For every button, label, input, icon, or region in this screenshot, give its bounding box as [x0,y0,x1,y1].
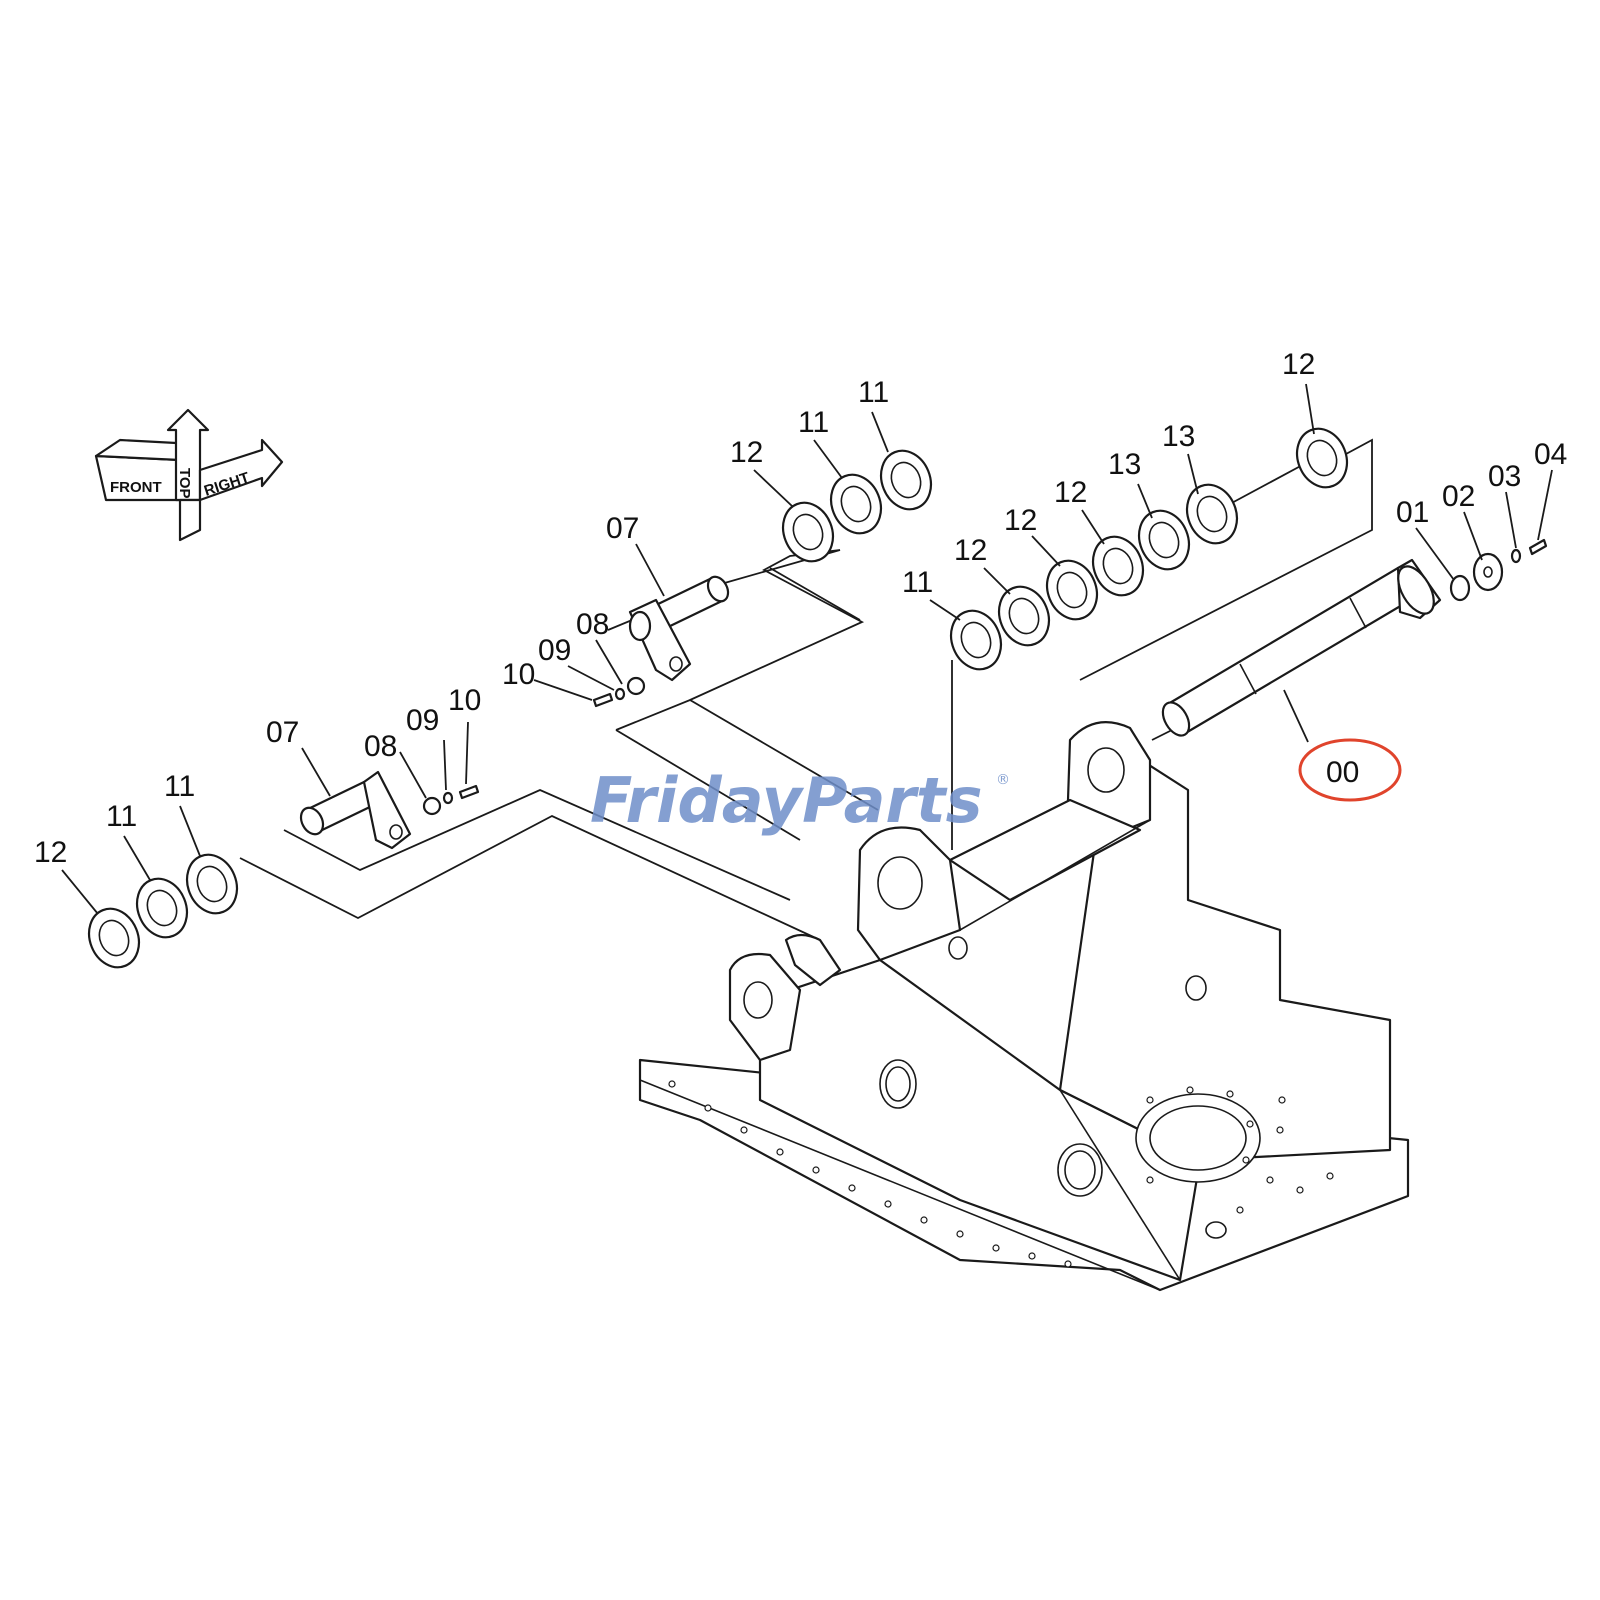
left-side-wall [758,958,1202,1282]
highlight-circle [1298,738,1402,802]
watermark-logo: FridayParts ® [590,764,1010,837]
callout-13-c: 13 [1162,420,1195,453]
callout-04: 04 [1534,438,1567,471]
registered-mark: ® [996,772,1010,788]
leader-lines [61,383,1553,915]
shims [87,427,1349,969]
pin-07-lower [299,770,480,850]
callout-labels: 00 01 02 03 04 07 07 08 08 09 09 10 10 1… [34,348,1567,869]
callout-13-b: 13 [1108,448,1141,481]
callout-12-right-row-a: 12 [954,534,987,567]
front-label: FRONT [110,479,162,496]
rear-lug-bore [1087,747,1125,793]
callout-08-upper: 08 [576,608,609,641]
pin-07-upper [592,575,730,708]
callout-11-lower-left-b: 11 [164,770,195,803]
callout-11-lower-left-a: 11 [106,800,137,833]
callout-01: 01 [1396,496,1429,529]
part-03-lockwasher [1510,548,1522,564]
callout-02: 02 [1442,480,1475,513]
callout-12-right-row-b: 12 [1004,504,1037,537]
top-label: TOP [176,468,193,499]
lockwasher-09-lower [442,791,454,805]
right-arrow [198,438,284,502]
lockwasher-09-upper [614,687,626,701]
callout-07-upper: 07 [606,512,639,545]
callout-09-upper: 09 [538,634,571,667]
watermark-text: FridayParts [590,764,983,837]
orientation-indicator: FRONT RIGHT TOP [94,408,284,542]
main-pin-00 [1161,558,1442,737]
bolt-10-lower [458,784,480,800]
bolt-10-upper [592,692,614,708]
washer-08-lower [422,796,442,816]
callout-00: 00 [1326,756,1359,789]
callout-11-top-a: 11 [798,406,829,439]
callout-09-lower: 09 [406,704,439,737]
callout-10-lower: 10 [448,684,481,717]
callout-10-upper: 10 [502,658,535,691]
washer-08-upper [626,676,646,696]
callout-07-lower: 07 [266,716,299,749]
callout-11-right-row: 11 [902,566,933,599]
callout-12-far-right: 12 [1282,348,1315,381]
part-04-bolt [1528,538,1548,556]
part-01-nut [1449,574,1471,602]
front-lug-bore [877,856,923,910]
top-arrow [166,408,210,502]
swing-bracket-frame [638,721,1410,1292]
callout-08-lower: 08 [364,730,397,763]
callout-12-lower-left: 12 [34,836,67,869]
pin-shaft [1166,566,1416,736]
callout-03: 03 [1488,460,1521,493]
hardware-01-04 [1449,538,1548,602]
callout-12-top: 12 [730,436,763,469]
callout-11-top-b: 11 [858,376,889,409]
plate-bolt-holes [668,1080,1334,1268]
callout-13-a: 12 [1054,476,1087,509]
pin-07-lower-plate [362,770,412,850]
